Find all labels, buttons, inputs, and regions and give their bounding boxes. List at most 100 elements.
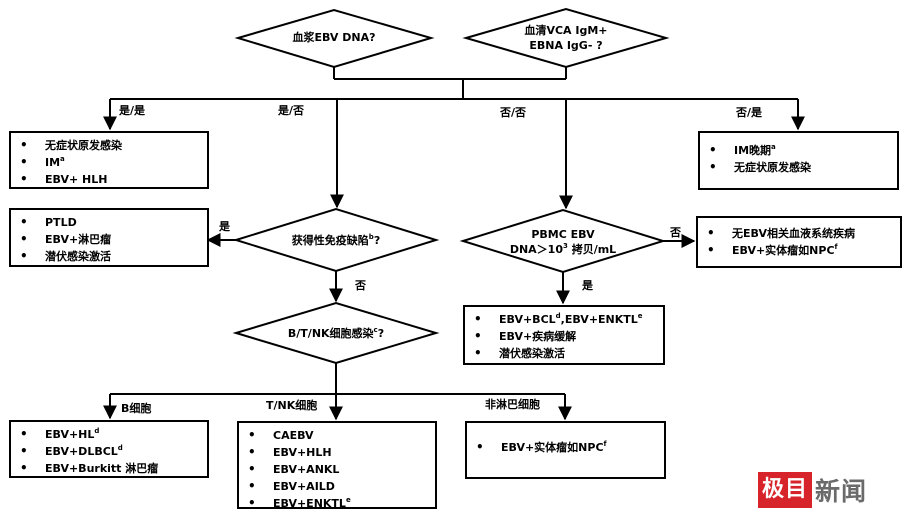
label-no-no: 否/否 xyxy=(500,106,527,119)
list-item: 无症状原发感染 xyxy=(708,159,891,176)
box-top-left: 无症状原发感染 IMaEBV+ HLH xyxy=(9,131,209,189)
serum-line2: EBNA IgG- ? xyxy=(529,39,603,52)
label-non-lymph: 非淋巴细胞 xyxy=(485,398,540,411)
pbmc-line2-a: DNA＞10 xyxy=(509,243,563,256)
item-text: PTLD xyxy=(45,216,77,229)
item-text: IM xyxy=(45,156,61,169)
item-text: EBV+淋巴瘤 xyxy=(45,233,112,246)
pbmc-line1: PBMC EBV xyxy=(531,228,595,241)
item-text: 无EBV相关血液系统疾病 xyxy=(732,227,855,240)
box-pbmc-yes: EBV+BCLd,EBV+ENKTLeEBV+疾病缓解潜伏感染激活 xyxy=(463,305,665,365)
item-text: EBV+实体瘤如NPC xyxy=(501,441,604,454)
diamond-acquired-immunodeficiency xyxy=(232,207,440,273)
list-item: EBV+Burkitt 淋巴瘤 xyxy=(19,460,201,477)
item-superscript: e xyxy=(637,312,643,320)
box-no-ebv: 无EBV相关血液系统疾病 EBV+实体瘤如NPCf xyxy=(696,216,902,268)
list-item: EBV+DLBCLd xyxy=(19,443,201,460)
item-text: EBV+AILD xyxy=(273,480,335,493)
label-yes-yes: 是/是 xyxy=(119,104,146,117)
diamond-plasma-text: 血浆EBV DNA? xyxy=(284,30,384,45)
list-item: 潜伏感染激活 xyxy=(473,345,657,362)
btnk-sup: c xyxy=(373,326,378,334)
item-superscript: e xyxy=(345,496,351,504)
label-yes-no: 是/否 xyxy=(278,104,305,117)
label-tnk-cell: T/NK细胞 xyxy=(266,399,318,412)
item-text: EBV+HLH xyxy=(273,446,332,459)
list-item: EBV+淋巴瘤 xyxy=(19,231,201,248)
item-text: EBV+HL xyxy=(45,428,95,441)
label-no-down-left: 否 xyxy=(355,279,366,292)
pbmc-line2-sup: 3 xyxy=(562,242,568,250)
btnk-q: ? xyxy=(377,327,385,340)
pbmc-line2-b: 拷贝/mL xyxy=(567,243,617,256)
box-top-right: IM晚期a 无症状原发感染 xyxy=(698,131,899,190)
item-text: EBV+ANKL xyxy=(273,463,340,476)
acquired-immuno-label: 获得性免疫缺陷 xyxy=(291,234,369,247)
list-item: 无EBV相关血液系统疾病 xyxy=(706,225,894,242)
diamond-pbmc-text: PBMC EBV DNA＞103 拷贝/mL xyxy=(493,227,633,257)
acquired-immuno-sup: b xyxy=(368,233,374,241)
item-text: EBV+疾病缓解 xyxy=(499,330,577,343)
list-item: EBV+ANKL xyxy=(247,461,429,478)
item-text: EBV+ENKTL xyxy=(273,497,346,510)
label-yes-left: 是 xyxy=(219,220,230,233)
list-item: EBV+HLd xyxy=(19,426,201,443)
list-item: IMa xyxy=(19,154,201,171)
item-text: EBV+实体瘤如NPC xyxy=(732,244,835,257)
item-superscript: f xyxy=(834,243,838,251)
item-text: CAEBV xyxy=(273,429,314,442)
diamond-serum-text: 血清VCA IgM+ EBNA IgG- ? xyxy=(506,23,626,53)
list-item: EBV+实体瘤如NPCf xyxy=(475,439,658,456)
box-non-lymph: EBV+实体瘤如NPCf xyxy=(465,421,666,479)
label-no-yes: 否/是 xyxy=(736,106,763,119)
acquired-immuno-q: ? xyxy=(373,234,381,247)
item-text: 潜伏感染激活 xyxy=(499,347,565,360)
serum-line1: 血清VCA IgM+ xyxy=(524,24,608,37)
list-item: PTLD xyxy=(19,214,201,231)
item-text: EBV+ HLH xyxy=(45,173,108,186)
list-item: CAEBV xyxy=(247,427,429,444)
plasma-ebv-dna-label: 血浆EBV DNA? xyxy=(292,31,376,44)
list-item: 潜伏感染激活 xyxy=(19,248,201,265)
label-b-cell: B细胞 xyxy=(121,402,152,415)
pbmc-line2: DNA＞103 拷贝/mL xyxy=(493,242,633,257)
list-item: 无症状原发感染 xyxy=(19,137,201,154)
diamond-serum-vca xyxy=(462,7,670,69)
list-item: IM晚期a xyxy=(708,142,891,159)
diamond-btnk-text: B/T/NK细胞感染c? xyxy=(266,326,406,341)
list-item: EBV+实体瘤如NPCf xyxy=(706,242,894,259)
item-superscript: d xyxy=(94,427,100,435)
diamond-btnk-infection xyxy=(232,301,440,365)
diamond-acquired-text: 获得性免疫缺陷b? xyxy=(266,233,406,248)
item-superscript: f xyxy=(603,440,607,448)
label-no-right: 否 xyxy=(670,226,681,239)
btnk-label: B/T/NK细胞感染 xyxy=(287,327,374,340)
item-superscript: d xyxy=(555,312,561,320)
watermark-logo: 极目 新闻 xyxy=(758,470,904,510)
list-item: EBV+ HLH xyxy=(19,171,201,188)
list-item: EBV+HLH xyxy=(247,444,429,461)
item-text: EBV+BCL xyxy=(499,313,556,326)
list-item: EBV+AILD xyxy=(247,478,429,495)
item-superscript: a xyxy=(771,143,776,151)
item-text: ,EBV+ENKTL xyxy=(560,313,638,326)
list-item: EBV+疾病缓解 xyxy=(473,328,657,345)
list-item: EBV+ENKTLe xyxy=(247,495,429,512)
item-text: EBV+Burkitt 淋巴瘤 xyxy=(45,462,159,475)
item-text: IM晚期 xyxy=(734,144,772,157)
item-superscript: a xyxy=(60,155,65,163)
box-b-cell: EBV+HLdEBV+DLBCLdEBV+Burkitt 淋巴瘤 xyxy=(9,420,209,478)
diamond-plasma-ebv-dna xyxy=(234,8,435,69)
item-superscript: d xyxy=(117,444,123,452)
box-tnk-cell: CAEBV EBV+HLH EBV+ANKL EBV+AILD EBV+ENKTLe xyxy=(237,421,437,512)
item-text: 无症状原发感染 xyxy=(734,161,811,174)
list-item: EBV+BCLd,EBV+ENKTLe xyxy=(473,311,657,328)
item-text: 无症状原发感染 xyxy=(45,139,122,152)
box-ptld: PTLD EBV+淋巴瘤潜伏感染激活 xyxy=(9,208,209,267)
watermark-box-text: 极目 xyxy=(758,472,813,508)
item-text: 潜伏感染激活 xyxy=(45,250,111,263)
label-yes-down-right: 是 xyxy=(582,279,593,292)
item-text: EBV+DLBCL xyxy=(45,445,118,458)
watermark-text: 新闻 xyxy=(815,477,868,506)
